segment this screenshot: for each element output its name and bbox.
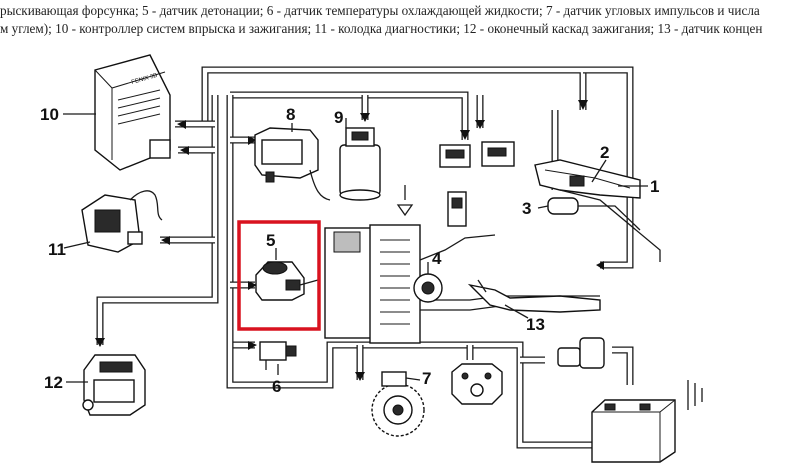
sensor-plate (451, 363, 503, 405)
ground-symbol (687, 380, 703, 410)
ecu-controller: FENIX 3B (94, 54, 171, 171)
label-3: 3 (522, 199, 531, 218)
label-6: 6 (272, 377, 281, 396)
component-13 (467, 279, 601, 313)
flow-arrows (95, 100, 604, 381)
battery (591, 399, 676, 463)
crank-sensor (371, 371, 425, 437)
label-10: 10 (40, 105, 59, 124)
ignition-switch (557, 337, 605, 369)
component-4 (413, 262, 443, 303)
label-13: 13 (526, 315, 545, 334)
label-11: 11 (48, 240, 66, 259)
engine-block (324, 224, 600, 344)
highlight-box (237, 220, 321, 331)
label-2: 2 (600, 143, 609, 162)
ignition-stage (82, 354, 146, 416)
label-1: 1 (650, 177, 659, 196)
coolant-sensor (259, 341, 297, 370)
label-8: 8 (286, 105, 295, 124)
caption-line-2: м углем); 10 - контроллер систем впрыска… (0, 21, 763, 36)
relay-pair (439, 141, 515, 168)
label-4: 4 (432, 249, 442, 268)
harness-lines (96, 66, 640, 449)
diagnostic-connector (81, 190, 163, 253)
label-12: 12 (44, 373, 63, 392)
caption-line-1: рыскивающая форсунка; 5 - датчик детонац… (0, 3, 760, 18)
injector-plug (396, 185, 467, 227)
knock-sensor (255, 261, 319, 301)
component-9 (339, 127, 381, 201)
component-8 (254, 127, 331, 201)
throttle-assembly (534, 159, 661, 262)
label-9: 9 (334, 108, 343, 127)
label-5: 5 (266, 231, 275, 250)
label-7: 7 (422, 369, 431, 388)
